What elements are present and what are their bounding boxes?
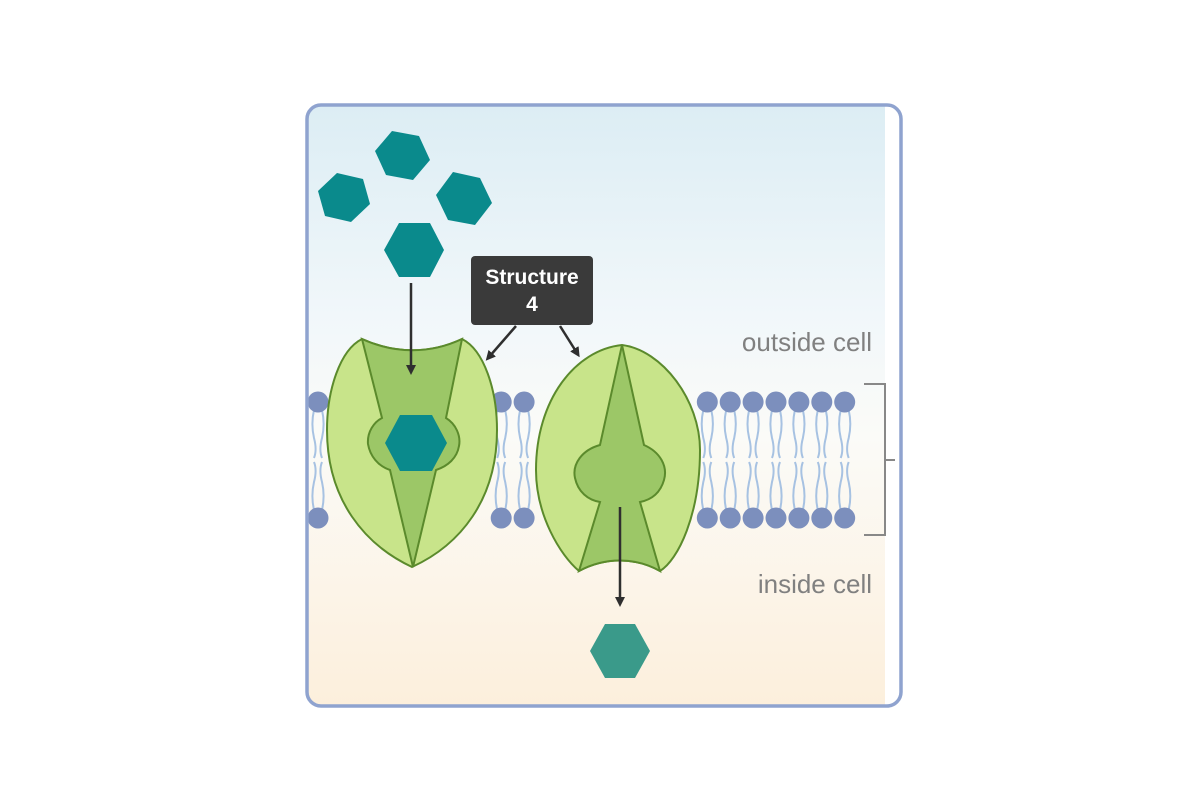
lipid-tail [769,461,775,511]
lipid-head [719,391,741,413]
molecule-hexagon-icon [436,172,492,225]
lipid-tail [708,461,714,511]
lipid-tail [746,461,752,511]
lipid-tail [502,409,508,459]
callout-pointer-left [485,325,517,361]
lipid-tail [754,409,760,459]
lipid-tail [517,461,523,511]
lipid-head [490,507,512,529]
lipid-tail [525,409,531,459]
lipid-head [788,391,810,413]
lipid-tail [708,409,714,459]
structure-callout: Structure 4 [471,256,593,361]
callout-box [471,256,593,325]
lipid-tail [311,409,317,459]
lipid-tail [754,461,760,511]
molecule-hexagon-icon [384,223,444,277]
lipid-tail [700,461,706,511]
phospholipid-bilayer [307,391,856,529]
lipid-tail [769,409,775,459]
lipid-tail [815,409,821,459]
lipid-tail [800,461,806,511]
lipid-head [742,391,764,413]
frame-border [305,103,903,708]
molecule-hexagon-icon [375,131,430,180]
lipid-head [834,507,856,529]
callout-line-1: Structure [485,266,578,289]
lipid-tail [502,461,508,511]
lipid-head [765,391,787,413]
lipid-tail [777,409,783,459]
lipid-tail [846,461,852,511]
lipid-head [811,391,833,413]
lipid-head [307,391,329,413]
inside-cell-label: inside cell [758,569,872,599]
molecule-bound-hexagon-icon [385,415,447,471]
lipid-head [742,507,764,529]
lipid-tail [311,461,317,511]
lipid-tail [731,461,737,511]
lipid-tail [838,409,844,459]
lipid-tail [723,461,729,511]
lipid-tail [319,409,325,459]
lipid-head [834,391,856,413]
callout-pointer-right [558,325,580,358]
lipid-head [811,507,833,529]
frame-right-edge [885,105,901,706]
lipid-tail [746,409,752,459]
molecule-hexagon-icon [318,173,370,222]
lipid-tail [723,409,729,459]
molecule-released-hexagon-icon [590,624,650,678]
transporter-open-inside [534,343,702,574]
lipid-tail [838,461,844,511]
lipid-tail [525,461,531,511]
lipid-head [513,507,535,529]
lipid-head [765,507,787,529]
lipid-head [788,507,810,529]
outside-cell-label: outside cell [742,327,872,357]
callout-line-2: 4 [526,293,538,316]
lipid-tail [823,409,829,459]
lipid-tail [517,409,523,459]
lipid-head [307,507,329,529]
lipid-tail [319,461,325,511]
lipid-tail [846,409,852,459]
lipid-tail [494,461,500,511]
lipid-head [696,391,718,413]
lipid-tail [731,409,737,459]
molecules [318,131,650,678]
lipid-head [719,507,741,529]
lipid-head [696,507,718,529]
lipid-tail [700,409,706,459]
lipid-tail [792,461,798,511]
lipid-tail [823,461,829,511]
lipid-tail [792,409,798,459]
lipid-tail [777,461,783,511]
lipid-head [513,391,535,413]
lipid-tail [815,461,821,511]
lipid-tail [800,409,806,459]
